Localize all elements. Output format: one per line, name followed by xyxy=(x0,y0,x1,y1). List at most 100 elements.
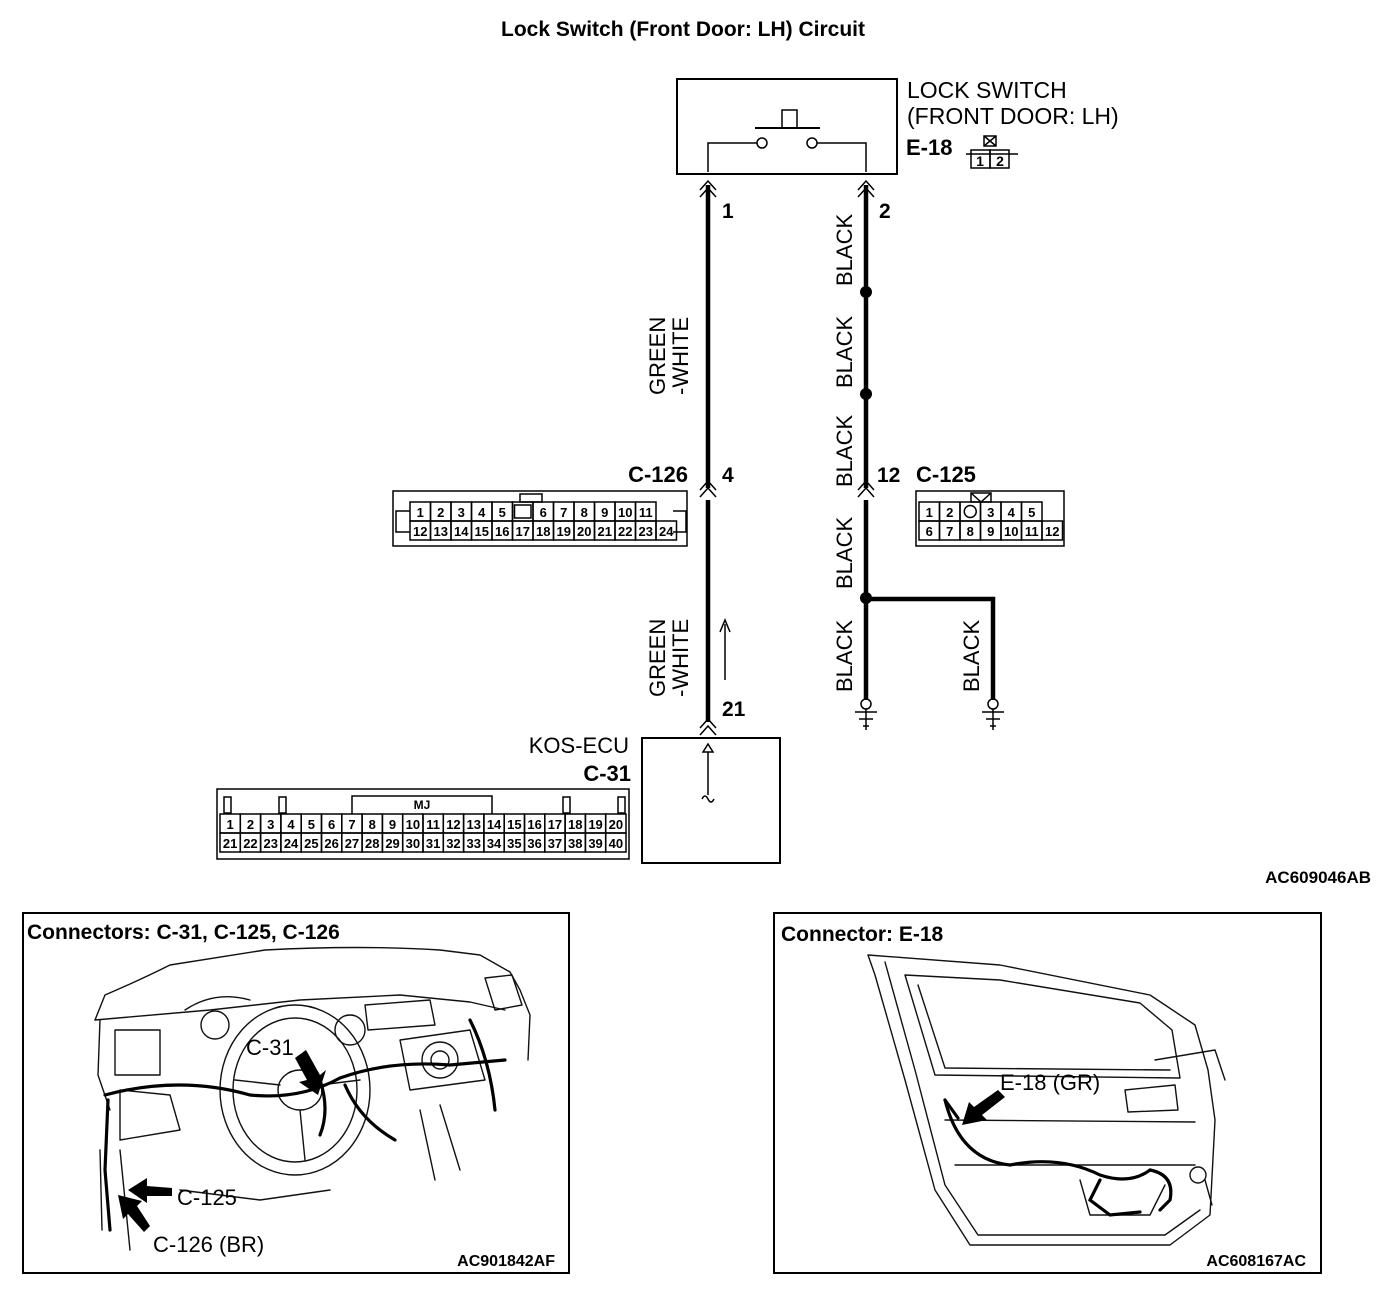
wire-label-black-branch: BLACK xyxy=(959,620,984,692)
ground-icon xyxy=(855,698,877,730)
pin-number: 7 xyxy=(946,524,953,539)
wire-label-black-2: BLACK xyxy=(832,316,857,388)
diagram-code: AC609046AB xyxy=(1265,868,1371,887)
arrow-c31-icon xyxy=(295,1050,326,1095)
wire-label-gw-upper-2: -WHITE xyxy=(668,317,693,395)
pin-number: 3 xyxy=(267,817,274,832)
terminal-e18-1: 1 xyxy=(722,200,734,223)
pin-number: 40 xyxy=(609,836,623,851)
c125-terminal: 12 xyxy=(877,464,900,487)
pin-number: 7 xyxy=(348,817,355,832)
panel-left-label-c31: C-31 xyxy=(246,1035,294,1060)
pin-number: 6 xyxy=(540,505,547,520)
pin-number: 36 xyxy=(527,836,541,851)
pin-number: 21 xyxy=(598,524,612,539)
ecu-name: KOS-ECU xyxy=(529,733,629,758)
wire-label-black-1: BLACK xyxy=(832,214,857,286)
panel-right-code: AC608167AC xyxy=(1206,1253,1306,1270)
pin-number: 18 xyxy=(536,524,550,539)
pin-number: 1 xyxy=(926,505,933,520)
pin-number: 30 xyxy=(406,836,420,851)
pin-number: 4 xyxy=(1008,505,1016,520)
pin-number: 16 xyxy=(495,524,509,539)
pin-number: 3 xyxy=(458,505,465,520)
pin-blank xyxy=(513,504,532,519)
pin-number: 4 xyxy=(287,817,295,832)
pin-number: 39 xyxy=(588,836,602,851)
pin-number: 24 xyxy=(284,836,299,851)
signal-direction-arrow xyxy=(719,618,731,680)
pin-number: 18 xyxy=(568,817,582,832)
c126-terminal: 4 xyxy=(722,464,734,487)
pin-number: 25 xyxy=(304,836,318,851)
pin-number: 38 xyxy=(568,836,582,851)
pin-number: 13 xyxy=(467,817,481,832)
wire-black xyxy=(857,179,996,700)
pin-number: 9 xyxy=(601,505,608,520)
e18-connector-face xyxy=(966,135,1018,169)
pin-number: 2 xyxy=(437,505,444,520)
pin-number: 12 xyxy=(1045,524,1059,539)
pin-number: 11 xyxy=(639,505,653,520)
pin-cell xyxy=(655,520,678,541)
e18-pin-2: 2 xyxy=(996,153,1004,169)
pin-number: 37 xyxy=(548,836,562,851)
c126-label: C-126 xyxy=(628,462,688,487)
pin-number: 13 xyxy=(434,524,448,539)
wiring-harness xyxy=(103,1018,507,1232)
pin-number: 16 xyxy=(527,817,541,832)
pin-number: 8 xyxy=(581,505,588,520)
wire-green-white xyxy=(699,179,717,736)
panel-left-title: Connectors: C-31, C-125, C-126 xyxy=(27,921,340,944)
pin-number: 24 xyxy=(659,524,674,539)
panel-left-code: AC901842AF xyxy=(457,1253,555,1270)
pin-number: 2 xyxy=(946,505,953,520)
pin-number: 21 xyxy=(223,836,237,851)
pin-number: 23 xyxy=(639,524,653,539)
lock-switch xyxy=(676,78,898,175)
pin-number: 1 xyxy=(227,817,234,832)
diagram-title: Lock Switch (Front Door: LH) Circuit xyxy=(501,18,865,41)
pin-number: 15 xyxy=(475,524,489,539)
arrow-e18-icon xyxy=(962,1090,1005,1125)
pin-number: 26 xyxy=(324,836,338,851)
pin-number: 22 xyxy=(618,524,632,539)
door-harness xyxy=(943,1098,1173,1217)
location-panel-right xyxy=(773,912,1322,1274)
arrow-c126-icon xyxy=(118,1195,150,1232)
pin-number: 6 xyxy=(328,817,335,832)
pin-number: 9 xyxy=(389,817,396,832)
pin-number: 5 xyxy=(308,817,315,832)
pin-number: 12 xyxy=(446,817,460,832)
ground-icon xyxy=(982,698,1004,730)
pin-number: 4 xyxy=(478,505,486,520)
terminal-e18-2: 2 xyxy=(879,200,891,223)
pin-number: 8 xyxy=(967,524,974,539)
ecu-connector: C-31 xyxy=(583,761,631,786)
pin-number: 32 xyxy=(446,836,460,851)
pin-number: 28 xyxy=(365,836,379,851)
pin-number: 3 xyxy=(987,505,994,520)
e18-pin-1: 1 xyxy=(976,153,984,169)
pin-number: 6 xyxy=(926,524,933,539)
location-panel-left xyxy=(22,912,570,1274)
pin-number: 34 xyxy=(487,836,502,851)
dashboard-illustration xyxy=(94,946,531,1251)
pin-number: 17 xyxy=(548,817,562,832)
kos-ecu-box xyxy=(641,737,781,864)
panel-right-label-e18: E-18 (GR) xyxy=(1000,1070,1100,1095)
pin-number: 27 xyxy=(345,836,359,851)
c31-key-label: MJ xyxy=(414,798,431,812)
pin-blank xyxy=(963,504,977,519)
wire-label-black-5: BLACK xyxy=(832,620,857,692)
c125-label: C-125 xyxy=(916,462,976,487)
pin-number: 20 xyxy=(577,524,591,539)
pin-number: 5 xyxy=(1028,505,1035,520)
lock-switch-connector: E-18 xyxy=(906,135,952,160)
pin-number: 14 xyxy=(454,524,469,539)
pin-number: 17 xyxy=(516,524,530,539)
pin-number: 11 xyxy=(1025,524,1039,539)
